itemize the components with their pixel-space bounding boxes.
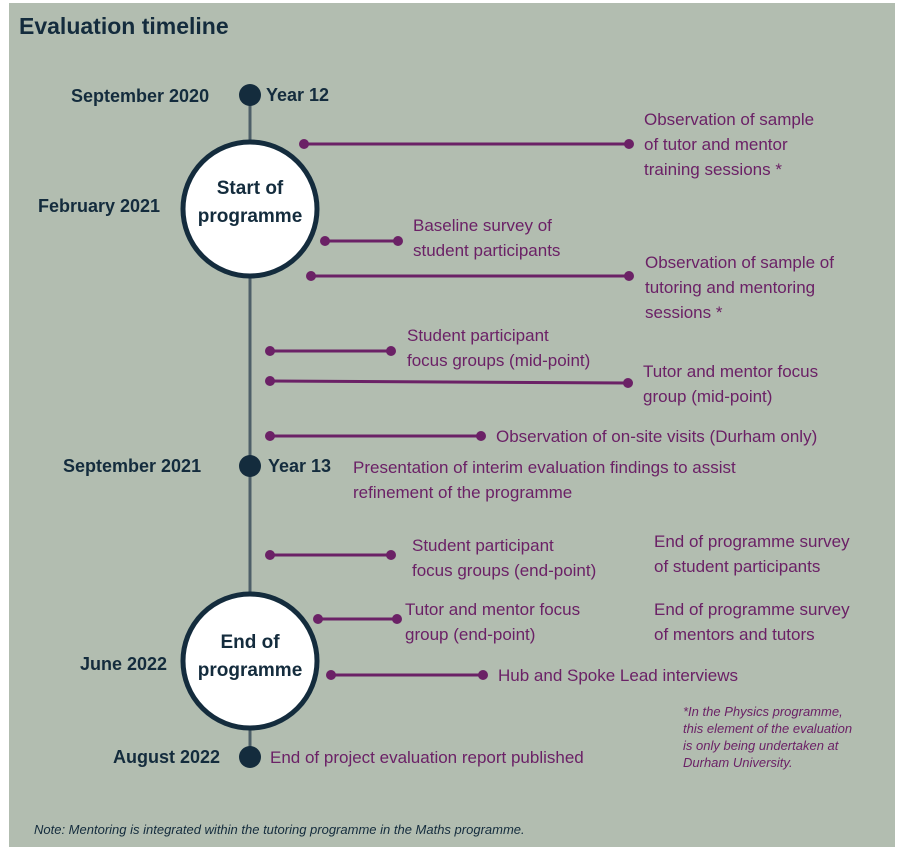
event-onsite-visits: Observation of on-site visits (Durham on…	[496, 427, 818, 446]
date-jun-2022: June 2022	[80, 654, 168, 674]
start-of-programme-label: Start of programme	[183, 175, 317, 231]
event-baseline-survey: Baseline survey of student participants	[413, 213, 560, 263]
start-of-programme-line-1: Start of	[216, 178, 284, 199]
event-tutor-focus-end-line-1: Tutor and mentor focus	[405, 600, 581, 619]
year-12-label: Year 12	[266, 85, 330, 105]
end-of-programme-circle	[180, 591, 320, 731]
event-tutor-focus-mid: Tutor and mentor focus group (mid-point)	[643, 359, 818, 409]
end-of-programme-label: End of programme	[183, 629, 317, 685]
end-of-programme-line-2: programme	[197, 660, 303, 681]
footnote-line-3: is only being undertaken at	[683, 738, 839, 753]
event-obs-sessions-line-3: sessions *	[645, 303, 723, 322]
connector-obs-sessions	[306, 271, 634, 281]
event-focus-mid-line-1: Student participant	[407, 326, 549, 345]
event-obs-training-line-2: of tutor and mentor	[644, 135, 788, 154]
event-obs-sessions-line-1: Observation of sample of	[645, 253, 834, 272]
physics-footnote: *In the Physics programme, this element …	[683, 703, 852, 771]
event-interim-findings-line-1: Presentation of interim evaluation findi…	[353, 458, 736, 477]
event-focus-end-line-2: focus groups (end-point)	[412, 561, 597, 580]
milestone-dot-sep-2021	[239, 455, 261, 477]
connector-baseline-survey	[320, 236, 403, 246]
year-13-label: Year 13	[268, 456, 332, 476]
event-survey-mentors-line-1: End of programme survey	[654, 600, 850, 619]
event-tutor-focus-mid-line-2: group (mid-point)	[643, 387, 773, 406]
date-sep-2020: September 2020	[71, 86, 210, 106]
event-survey-mentors-line-2: of mentors and tutors	[654, 625, 815, 644]
footnote-line-2: this element of the evaluation	[683, 721, 853, 736]
connector-obs-training	[299, 139, 634, 149]
date-feb-2021: February 2021	[38, 196, 161, 216]
date-aug-2022: August 2022	[113, 747, 221, 767]
start-of-programme-circle	[180, 139, 320, 279]
connector-tutor-focus-end	[313, 614, 402, 624]
milestone-dot-aug-2022	[239, 746, 261, 768]
diagram-title: Evaluation timeline	[19, 13, 229, 39]
event-interim-findings: Presentation of interim evaluation findi…	[353, 455, 736, 505]
event-obs-training-line-3: training sessions *	[644, 160, 782, 179]
event-survey-students-line-2: of student participants	[654, 557, 821, 576]
maths-note: Note: Mentoring is integrated within the…	[34, 822, 525, 837]
event-tutor-focus-end-line-2: group (end-point)	[405, 625, 536, 644]
start-of-programme-line-2: programme	[197, 206, 303, 227]
event-survey-mentors: End of programme survey of mentors and t…	[654, 597, 850, 647]
event-focus-end: Student participant focus groups (end-po…	[412, 533, 596, 583]
event-interim-findings-line-2: refinement of the programme	[353, 483, 573, 502]
event-baseline-survey-line-2: student participants	[413, 241, 561, 260]
connector-hub-interviews	[326, 670, 488, 680]
timeline-diagram	[180, 84, 634, 768]
footnote-line-1: *In the Physics programme,	[683, 704, 843, 719]
event-survey-students-line-1: End of programme survey	[654, 532, 850, 551]
milestone-dot-sep-2020	[239, 84, 261, 106]
event-obs-sessions: Observation of sample of tutoring and me…	[645, 250, 834, 325]
end-of-programme-line-1: End of	[220, 632, 280, 653]
event-tutor-focus-mid-line-1: Tutor and mentor focus	[643, 362, 819, 381]
event-final-report: End of project evaluation report publish…	[270, 748, 584, 767]
event-baseline-survey-line-1: Baseline survey of	[413, 216, 552, 235]
event-obs-training: Observation of sample of tutor and mento…	[644, 107, 814, 182]
event-survey-students: End of programme survey of student parti…	[654, 529, 850, 579]
event-obs-training-line-1: Observation of sample	[644, 110, 815, 129]
event-hub-interviews: Hub and Spoke Lead interviews	[498, 666, 739, 685]
footnote-line-4: Durham University.	[683, 755, 793, 770]
event-focus-mid-line-2: focus groups (mid-point)	[407, 351, 591, 370]
connector-focus-mid	[265, 346, 396, 356]
event-tutor-focus-end: Tutor and mentor focus group (end-point)	[405, 597, 580, 647]
connector-onsite-visits	[265, 431, 486, 441]
connector-tutor-focus-mid	[265, 376, 633, 388]
event-obs-sessions-line-2: tutoring and mentoring	[645, 278, 816, 297]
event-focus-end-line-1: Student participant	[412, 536, 554, 555]
timeline-panel: Evaluation timeline September 2020 Febru…	[9, 3, 895, 847]
event-focus-mid: Student participant focus groups (mid-po…	[407, 323, 590, 373]
date-sep-2021: September 2021	[63, 456, 202, 476]
connector-focus-end	[265, 550, 396, 560]
